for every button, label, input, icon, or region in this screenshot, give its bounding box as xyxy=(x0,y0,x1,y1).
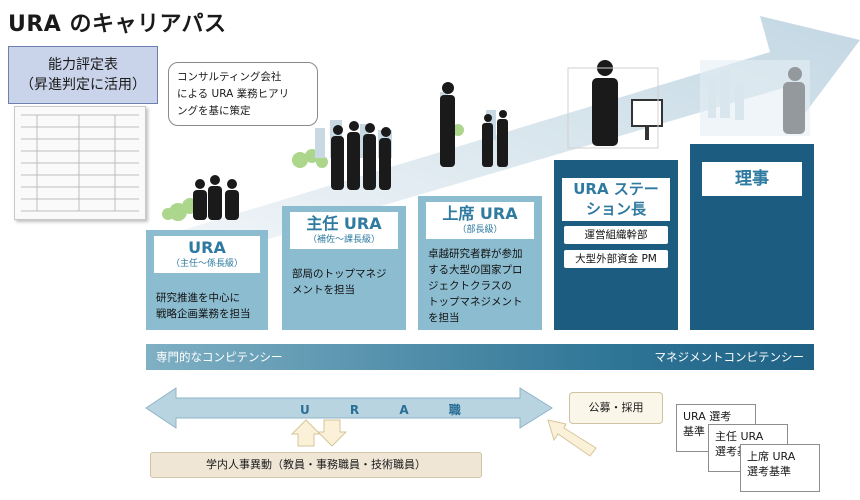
level-senior-header: 上席 URA （部長級） xyxy=(426,202,534,239)
ura-job-arrow xyxy=(145,387,553,429)
internal-transfer-box: 学内人事異動（教員・事務職員・技術職員） xyxy=(150,452,482,478)
level-chief-header: 主任 URA （補佐〜課長級） xyxy=(290,212,398,249)
criteria-senior-line2: 選考基準 xyxy=(747,465,791,478)
level-station-title-1: URA ステー xyxy=(573,180,659,198)
callout-line1: コンサルティング会社 xyxy=(177,71,282,83)
recruitment-arrow xyxy=(547,419,597,457)
level-senior-desc-4: トップマネジメント xyxy=(428,296,523,308)
page-title: URA のキャリアパス xyxy=(8,12,227,37)
level-senior-desc: 卓越研究者群が参加 する大型の国家プロ ジェクトクラスの トップマネジメント を… xyxy=(428,246,536,326)
level-chief-ura: 主任 URA （補佐〜課長級） 部局のトップマネジ メントを担当 xyxy=(282,206,406,330)
ura-job-label: U R A 職 xyxy=(300,403,479,417)
level-chief-desc-2: メントを担当 xyxy=(292,284,355,296)
criteria-ura-line1: URA 選考 xyxy=(683,410,732,423)
level-senior-desc-1: 卓越研究者群が参加 xyxy=(428,248,523,260)
level-station-head: URA ステー ション長 運営組織幹部 大型外部資金 PM xyxy=(554,160,678,330)
up-arrow xyxy=(290,419,322,447)
level-station-title-2: ション長 xyxy=(585,200,646,218)
evaluation-sheet-thumbnail xyxy=(14,106,146,220)
level-chief-sub: （補佐〜課長級） xyxy=(307,235,380,245)
evaluation-line1: 能力評定表 xyxy=(48,57,118,73)
level-chief-desc: 部局のトップマネジ メントを担当 xyxy=(292,266,400,298)
level-ura-desc-2: 戦略企画業務を担当 xyxy=(156,308,251,320)
level-ura-desc: 研究推進を中心に 戦略企画業務を担当 xyxy=(156,290,262,322)
down-arrow xyxy=(316,419,348,447)
consulting-callout: コンサルティング会社 による URA 業務ヒアリ ングを基に策定 xyxy=(168,62,318,126)
level-senior-desc-5: を担当 xyxy=(428,312,460,324)
level-senior-desc-3: ジェクトクラスの xyxy=(428,280,512,292)
callout-line3: ングを基に策定 xyxy=(177,105,251,117)
criteria-paper-senior: 上席 URA 選考基準 xyxy=(740,444,820,492)
station-pill-2: 大型外部資金 PM xyxy=(564,250,668,268)
level-ura: URA （主任〜係長級） 研究推進を中心に 戦略企画業務を担当 xyxy=(146,230,268,330)
level-ura-desc-1: 研究推進を中心に xyxy=(156,292,240,304)
recruitment-box: 公募・採用 xyxy=(569,392,663,424)
level-senior-desc-2: する大型の国家プロ xyxy=(428,264,523,276)
competency-band: 専門的なコンピテンシー マネジメントコンピテンシー xyxy=(146,344,814,370)
level-director-title: 理事 xyxy=(702,162,802,196)
document-lines xyxy=(21,114,139,212)
level-senior-ura: 上席 URA （部長級） 卓越研究者群が参加 する大型の国家プロ ジェクトクラス… xyxy=(418,196,542,330)
level-senior-title: 上席 URA xyxy=(442,204,518,223)
evaluation-table-label: 能力評定表 （昇進判定に活用） xyxy=(8,46,158,104)
station-pill-1: 運営組織幹部 xyxy=(564,226,668,244)
competency-left: 専門的なコンピテンシー xyxy=(156,350,283,364)
criteria-ura-line2: 基準 xyxy=(683,425,705,438)
level-ura-title: URA xyxy=(188,238,226,257)
evaluation-line2: （昇進判定に活用） xyxy=(20,77,146,93)
level-ura-sub: （主任〜係長級） xyxy=(170,259,243,269)
level-station-header: URA ステー ション長 xyxy=(562,178,670,221)
criteria-chief-line1: 主任 URA xyxy=(715,430,764,443)
monitor-icon xyxy=(631,99,663,127)
callout-line2: による URA 業務ヒアリ xyxy=(177,88,290,100)
competency-right: マネジメントコンピテンシー xyxy=(654,350,805,364)
criteria-senior-line1: 上席 URA xyxy=(747,450,796,463)
level-chief-title: 主任 URA xyxy=(306,214,382,233)
level-chief-desc-1: 部局のトップマネジ xyxy=(292,268,387,280)
level-senior-sub: （部長級） xyxy=(457,225,503,235)
level-ura-header: URA （主任〜係長級） xyxy=(154,236,260,273)
level-director: 理事 xyxy=(690,144,814,330)
